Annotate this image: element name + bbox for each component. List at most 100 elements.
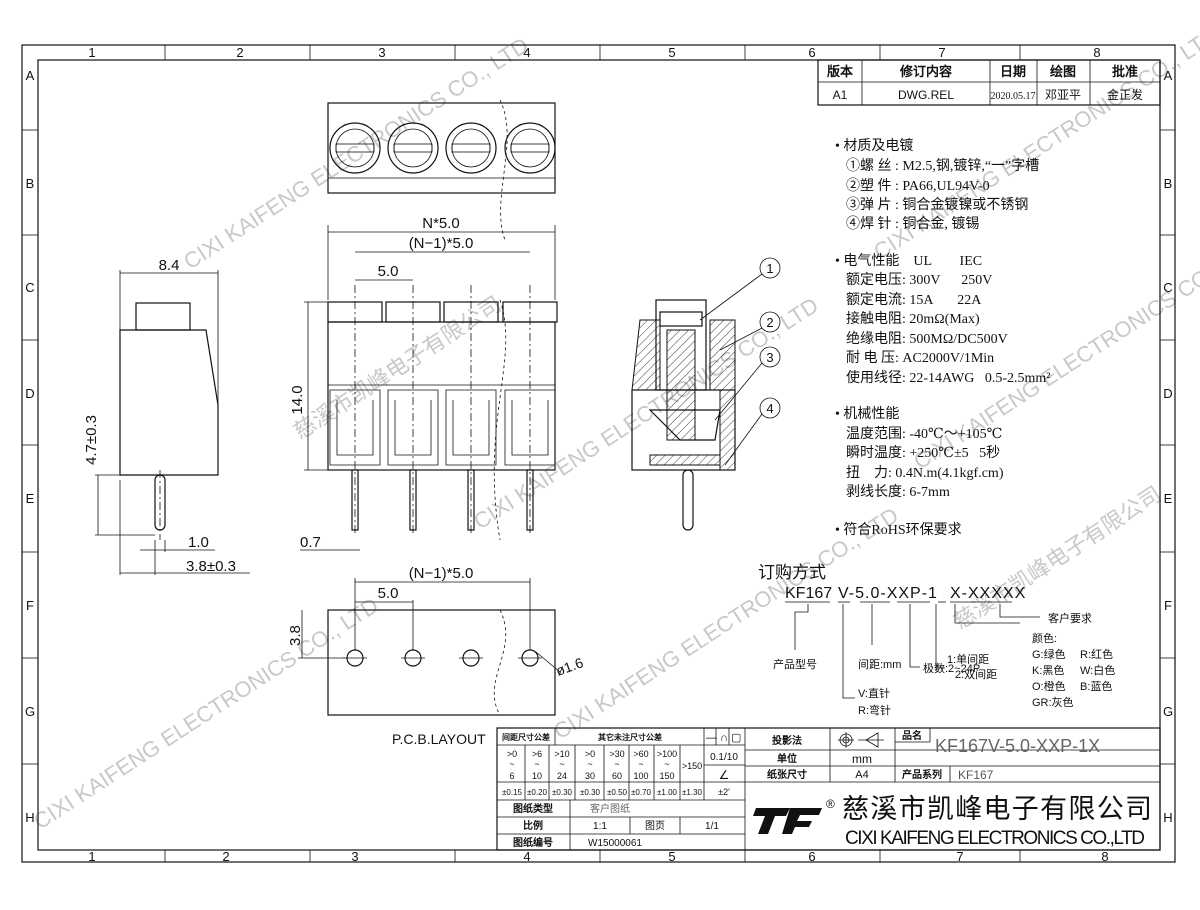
unit-value: mm bbox=[852, 752, 872, 766]
spec-line: 额定电压: 300V 250V bbox=[846, 272, 992, 288]
tol-value: ±0.15 bbox=[502, 788, 523, 797]
label-poles: 极数:2~24P bbox=[923, 661, 980, 675]
projection-symbol-icon bbox=[838, 732, 884, 748]
rev-content: DWG.REL bbox=[898, 88, 954, 102]
flatness-tolerance: 0.1/10 bbox=[710, 752, 738, 763]
column-label: 7 bbox=[956, 849, 963, 864]
screw-opening bbox=[445, 122, 497, 174]
callout-number: 1 bbox=[766, 261, 773, 276]
company-name-en: CIXI KAIFENG ELECTRONICS CO.,LTD bbox=[845, 828, 1145, 849]
column-label: 4 bbox=[523, 45, 530, 60]
watermark-en: CIXI KAIFENG ELECTRONICS CO., LTD bbox=[549, 502, 903, 744]
column-label: 3 bbox=[378, 45, 385, 60]
label-color: 颜色: bbox=[1032, 631, 1057, 645]
tol-value: ±0.50 bbox=[607, 788, 628, 797]
tol-range-high: 10 bbox=[532, 771, 542, 781]
column-label: 3 bbox=[351, 849, 358, 864]
screw-head bbox=[510, 128, 550, 168]
spec-line: 额定电流: 15A 22A bbox=[846, 292, 982, 308]
drawing-type: 客户图纸 bbox=[590, 802, 630, 815]
tol-range-high: 100 bbox=[633, 771, 648, 781]
row-label: D bbox=[1163, 386, 1172, 401]
tol-value: ±0.20 bbox=[527, 788, 548, 797]
dim-pin-offset: 1.0 bbox=[188, 534, 209, 551]
column-label: 1 bbox=[88, 45, 95, 60]
dim-total-width: N*5.0 bbox=[422, 215, 460, 232]
tol-range-high: 24 bbox=[557, 771, 567, 781]
row-label: A bbox=[1164, 68, 1173, 83]
part-name: KF167V-5.0-XXP-1X bbox=[935, 736, 1100, 756]
tol-range-low: >0 bbox=[585, 749, 595, 759]
tol-range-last: >150 bbox=[682, 761, 702, 771]
column-label: 6 bbox=[808, 45, 815, 60]
screw-head bbox=[451, 128, 491, 168]
column-label: 8 bbox=[1093, 45, 1100, 60]
part-name-label: 品名 bbox=[902, 729, 922, 742]
row-label: H bbox=[1163, 810, 1172, 825]
side-view: 8.4 4.7±0.3 1.0 3.8±0.3 bbox=[83, 257, 250, 575]
row-label: H bbox=[25, 810, 34, 825]
column-label: 2 bbox=[236, 45, 243, 60]
dim-pin-width: 0.7 bbox=[300, 534, 321, 551]
column-label: 4 bbox=[523, 849, 530, 864]
row-label: E bbox=[1164, 491, 1173, 506]
angle-icon: ∠ bbox=[719, 768, 730, 782]
screw-opening bbox=[387, 122, 439, 174]
code-part-model: KF167 bbox=[785, 585, 832, 602]
rev-approver: 金正发 bbox=[1107, 87, 1143, 102]
color-option: B:蓝色 bbox=[1080, 679, 1112, 693]
tol-range-high: 6 bbox=[509, 771, 514, 781]
ordering-info: 订购方式 KF167 V-5.0-XXP-1 X-XXXXX 产品型号 V:直针… bbox=[758, 563, 1115, 717]
dim-pcb-span: (N−1)*5.0 bbox=[409, 565, 474, 582]
drawing-type-label: 图纸类型 bbox=[513, 802, 553, 815]
label-double-pitch: 2:双间距 bbox=[955, 668, 997, 681]
dim-height: 14.0 bbox=[289, 385, 306, 414]
paper-label: 纸张尺寸 bbox=[767, 768, 807, 781]
tol-range-low: >0 bbox=[507, 749, 517, 759]
screw-slot bbox=[451, 143, 491, 153]
tol-range-tilde: ~ bbox=[664, 759, 669, 769]
tol-value: ±1.00 bbox=[657, 788, 678, 797]
tol-range-low: >60 bbox=[633, 749, 648, 759]
series-value: KF167 bbox=[958, 768, 994, 782]
callout-number: 4 bbox=[766, 401, 773, 416]
column-label: 5 bbox=[668, 45, 675, 60]
tol-range-tilde: ~ bbox=[638, 759, 643, 769]
spec-line: 温度范围: -40℃～+105℃ bbox=[846, 425, 1002, 442]
spec-line: 扭 力: 0.4N.m(4.1kgf.cm) bbox=[846, 465, 1004, 481]
dim-hole-diameter: ø1.6 bbox=[554, 654, 586, 679]
column-label: 7 bbox=[938, 45, 945, 60]
title-block: 间距尺寸公差 其它未注尺寸公差 >0~6>6~10>10~24>0~30>30~… bbox=[496, 727, 1161, 851]
color-option: W:白色 bbox=[1080, 663, 1115, 677]
sheet-border: 1 2 3 4 5 6 7 8 1 2 3 4 5 6 7 8 A B C D … bbox=[21, 44, 1176, 864]
screw-slot bbox=[393, 143, 433, 153]
rev-header: 修订内容 bbox=[899, 64, 952, 79]
projection-label: 投影法 bbox=[772, 734, 802, 747]
callout-leader bbox=[724, 413, 763, 466]
pcb-layout: (N−1)*5.0 5.0 3.8 ø1.6 P.C.B.LAYOUT bbox=[287, 565, 586, 747]
screw-slot bbox=[335, 143, 375, 153]
spec-line: ③弹 片 : 铜合金镀镍或不锈钢 bbox=[846, 196, 1028, 213]
spec-line: ②塑 件 : PA66,UL94V-0 bbox=[846, 178, 990, 194]
tol-range-low: >100 bbox=[657, 749, 677, 759]
label-customer: 客户要求 bbox=[1048, 611, 1092, 625]
screw-head bbox=[393, 128, 433, 168]
spec-line: 绝缘电阻: 500MΩ/DC500V bbox=[846, 331, 1008, 347]
watermark-en: CIXI KAIFENG ELECTRONICS CO., LTD bbox=[179, 32, 533, 274]
code-part-spec: V-5.0-XXP-1 bbox=[838, 585, 938, 602]
watermark-en: CIXI KAIFENG ELECTRONICS CO., LTD bbox=[29, 592, 383, 834]
callout-circle bbox=[759, 346, 781, 368]
registered-mark: ® bbox=[826, 797, 835, 811]
label-pitch: 间距:mm bbox=[858, 658, 901, 671]
row-label: B bbox=[1164, 176, 1173, 191]
drawing-number-label: 图纸编号 bbox=[513, 836, 553, 849]
spec-heading: • 机械性能 bbox=[835, 406, 899, 422]
tol-range-high: 60 bbox=[612, 771, 622, 781]
row-label: G bbox=[25, 704, 35, 719]
color-option: R:红色 bbox=[1080, 647, 1113, 661]
wire-entry bbox=[387, 389, 439, 466]
column-label: 5 bbox=[668, 849, 675, 864]
tol-range-high: 30 bbox=[585, 771, 595, 781]
spec-line: 接触电阻: 20mΩ(Max) bbox=[846, 310, 980, 327]
